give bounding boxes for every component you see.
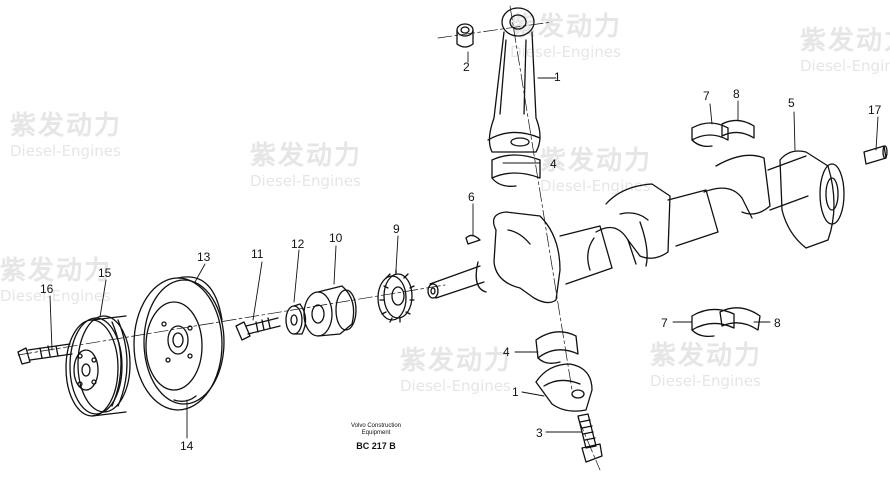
- leader-lines: [49, 51, 879, 439]
- centre-lines: [17, 5, 601, 471]
- drawing-code: BC 217 B: [356, 441, 396, 451]
- thrust-washers: [691, 307, 761, 338]
- callout-11: 11: [251, 247, 264, 261]
- rod-cap: [535, 363, 593, 412]
- callout-13: 13: [197, 250, 211, 264]
- caption-line2: Equipment: [361, 430, 391, 436]
- bolt: [17, 343, 73, 365]
- thrust-washers: [691, 119, 755, 148]
- callout-8: 8: [733, 87, 740, 101]
- bolt: [577, 413, 603, 463]
- callout-2: 2: [463, 60, 470, 74]
- callout-15: 15: [98, 266, 112, 280]
- callout-10: 10: [329, 231, 343, 245]
- callout-7: 7: [703, 89, 710, 103]
- callout-1: 1: [554, 70, 561, 84]
- key: [465, 234, 481, 245]
- callout-7: 7: [661, 316, 668, 330]
- callout-4: 4: [550, 157, 557, 171]
- callout-5: 5: [788, 96, 795, 110]
- vibration-damper: [133, 276, 225, 411]
- callout-8: 8: [774, 316, 781, 330]
- callout-17: 17: [868, 103, 882, 117]
- crankshaft: [427, 150, 845, 304]
- bush: [456, 23, 474, 48]
- bearing-shell: [535, 331, 579, 364]
- callout-1: 1: [512, 385, 519, 399]
- screw: [235, 317, 281, 341]
- gear: [377, 269, 415, 323]
- callout-4: 4: [503, 345, 510, 359]
- callout-16: 16: [40, 282, 54, 296]
- drawing-caption: Volvo Construction Equipment BC 217 B: [336, 423, 416, 451]
- callout-14: 14: [180, 439, 194, 453]
- callout-3: 3: [536, 426, 543, 440]
- callout-9: 9: [393, 222, 400, 236]
- pin: [863, 145, 888, 165]
- hub: [303, 285, 357, 337]
- connecting-rod: [487, 7, 541, 153]
- pulley: [65, 315, 131, 417]
- callout-6: 6: [468, 190, 475, 204]
- caption-line1: Volvo Construction: [350, 423, 402, 429]
- washer: [285, 303, 307, 335]
- callout-12: 12: [291, 237, 305, 251]
- bearing-shell: [491, 154, 541, 187]
